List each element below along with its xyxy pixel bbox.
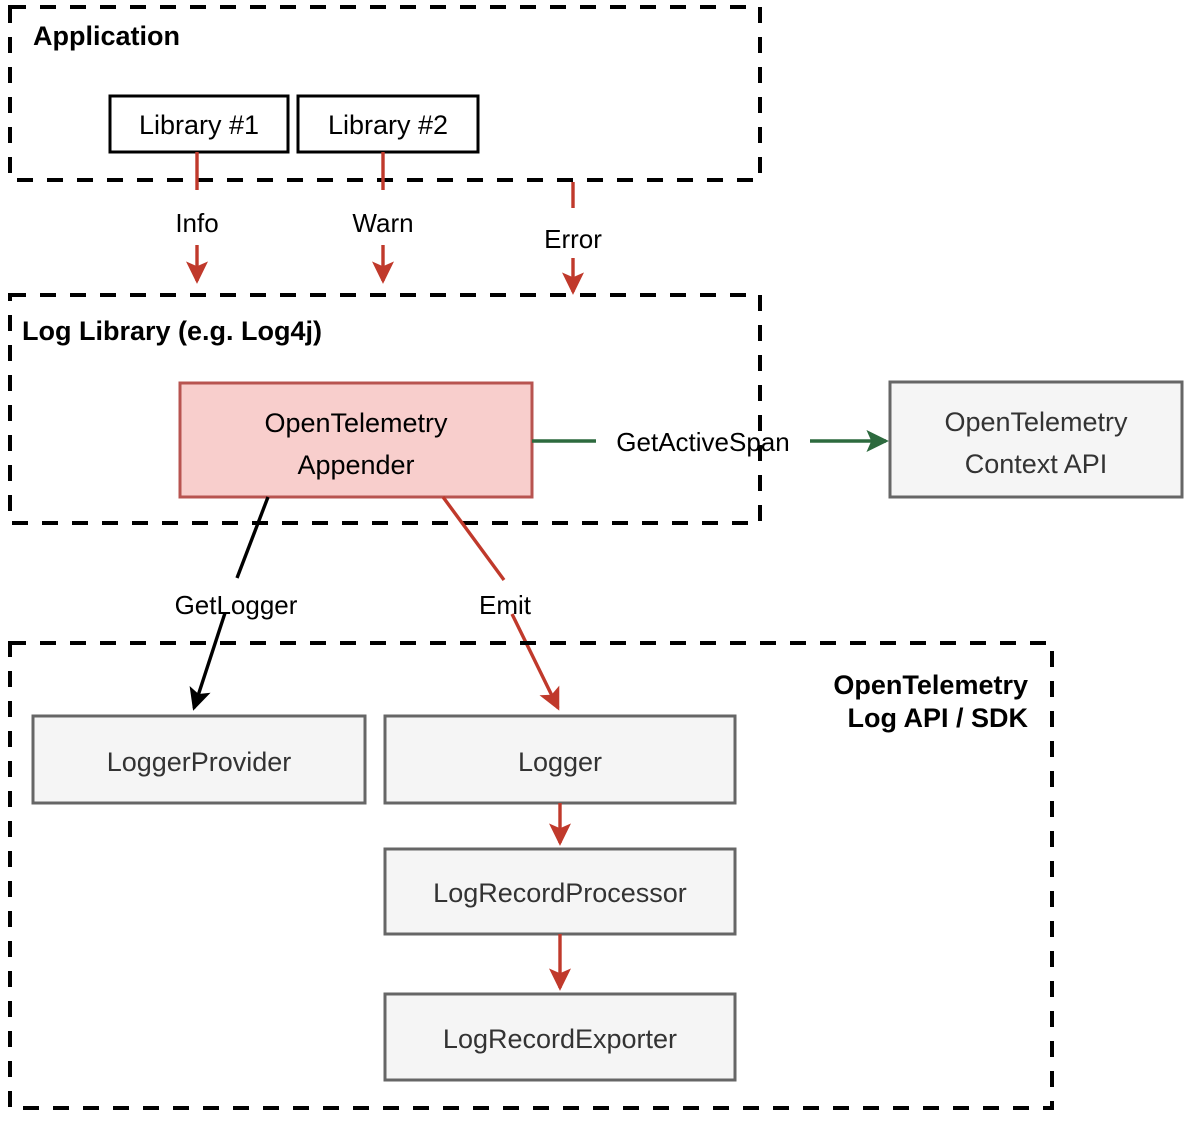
node-library-2[interactable]: Library #2 [296,94,480,154]
group-application: Application [8,5,762,182]
otel-context-api-box[interactable] [888,380,1184,499]
edge-emit: Emit [441,495,560,711]
otel-sdk-group-label-line1: OpenTelemetry [833,670,1028,700]
edge-info-label: Info [175,208,218,238]
library-2-label: Library #2 [328,110,448,140]
edge-getlogger-line-lower [189,612,227,711]
node-otel-context-api[interactable]: OpenTelemetry Context API [888,380,1184,499]
group-log-library: Log Library (e.g. Log4j) [8,293,762,525]
node-logger-provider[interactable]: LoggerProvider [31,714,367,805]
edge-error-label: Error [544,224,602,254]
node-log-record-exporter[interactable]: LogRecordExporter [383,992,737,1082]
edge-warn: Warn [352,152,414,281]
node-library-1[interactable]: Library #1 [108,94,290,154]
logger-provider-label: LoggerProvider [107,747,292,777]
edge-getactivespan: GetActiveSpan [532,427,889,457]
logger-provider-box[interactable] [31,714,367,805]
edge-emit-label: Emit [479,590,532,620]
library-1-box[interactable] [108,94,290,154]
edge-emit-line-upper [441,495,506,582]
edge-getlogger-line-upper [235,496,270,579]
edge-error: Error [544,182,602,292]
otel-appender-label-line2: Appender [297,450,414,480]
log-record-processor-label: LogRecordProcessor [433,878,687,908]
logger-label: Logger [518,747,602,777]
node-otel-appender[interactable]: OpenTelemetry Appender [178,381,534,499]
otel-context-api-label-line2: Context API [965,449,1108,479]
edge-getlogger: GetLogger [175,496,298,711]
node-log-record-processor[interactable]: LogRecordProcessor [383,847,737,936]
edge-getlogger-label: GetLogger [175,590,298,620]
application-group-label: Application [33,21,180,51]
log-record-exporter-box[interactable] [383,992,737,1082]
edge-getactivespan-label: GetActiveSpan [616,427,789,457]
log-record-exporter-label: LogRecordExporter [443,1024,677,1054]
library-1-label: Library #1 [139,110,259,140]
edge-warn-label: Warn [352,208,413,238]
edge-info: Info [175,152,218,281]
otel-appender-label-line1: OpenTelemetry [264,408,448,438]
log-record-processor-box[interactable] [383,847,737,936]
application-group-border [8,5,762,182]
edge-emit-line-lower [510,613,560,711]
log-library-group-label: Log Library (e.g. Log4j) [22,316,322,346]
otel-sdk-group-label-line2: Log API / SDK [848,703,1029,733]
otel-context-api-label-line1: OpenTelemetry [944,407,1128,437]
otel-sdk-group-border [8,641,1054,1110]
node-logger[interactable]: Logger [383,714,737,805]
log-library-group-border [8,293,762,525]
library-2-box[interactable] [296,94,480,154]
group-otel-sdk: OpenTelemetry Log API / SDK [8,641,1054,1110]
